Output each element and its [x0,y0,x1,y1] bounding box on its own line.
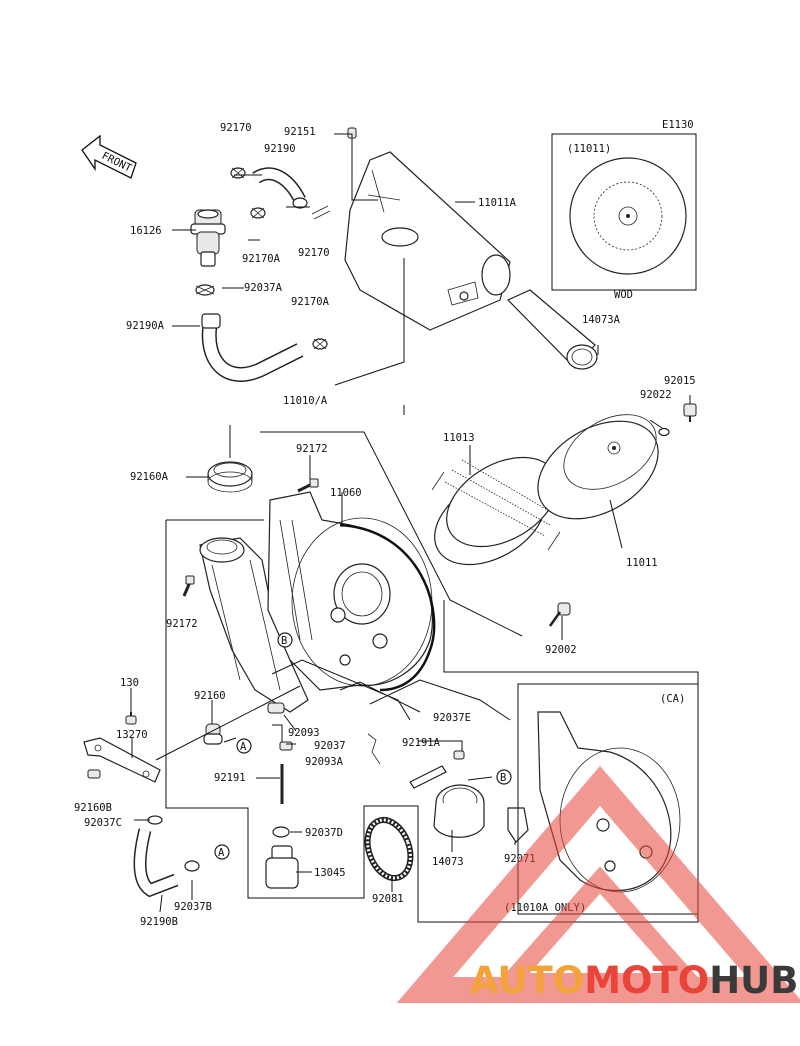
housing-11011a-icon [344,127,511,331]
grommet-92160a-icon [207,461,253,493]
callout: 92170 [298,247,330,259]
callout: 92037 [314,740,346,752]
bracket-13270-icon [83,737,161,783]
watermark-text: AUTOMOTOHUB [470,959,798,1002]
clip-92170a-lower-icon [312,338,328,350]
clip-92170a-icon [250,207,266,219]
inset-wod-code: (11011) [567,143,611,155]
callout: 92022 [640,389,672,401]
screw-130-icon [125,712,137,725]
nut-92015-icon [683,403,697,422]
callout: 92037E [433,712,471,724]
callout: 92191A [402,737,441,749]
washer-92022-icon [658,427,670,437]
callout: 92081 [372,893,404,905]
callout: 92151 [284,126,316,138]
intake-duct-icon [199,537,309,713]
ring-92081-icon [364,816,414,882]
callout: 92037A [244,282,283,294]
cover-wod-icon [569,157,687,275]
callout: 92160A [130,471,169,483]
clip-92170-lower-icon [311,205,331,220]
callout: 13045 [314,867,346,879]
cover-11011-icon [537,414,659,520]
leader-lines [130,133,699,923]
diagram-code: E1130 [662,119,694,131]
svg-text:B: B [281,635,287,647]
callout: 92172 [166,618,198,630]
clip-92093-icon [267,702,285,714]
callout: 13270 [116,729,148,741]
callout: 92190 [264,143,296,155]
callout: 16126 [130,225,162,237]
marker-a-1: A [236,738,252,754]
adapter-14073-icon [433,784,485,838]
callout: 14073 [432,856,464,868]
callout: 92170 [220,122,252,134]
spring-92037e-icon [367,733,381,765]
callout: 92002 [545,644,577,656]
callout: 11013 [443,432,475,444]
clip-92037a-icon [195,284,215,296]
callout: 92160B [74,802,112,814]
clip-92160b-icon [87,769,101,779]
callout: 92037B [174,901,212,913]
clip-92037-icon [279,741,293,751]
svg-text:B: B [500,772,506,784]
hose-92190-icon [252,167,308,209]
callout: 92172 [296,443,328,455]
callout: 92170A [242,253,281,265]
callout: 92160 [194,690,226,702]
clip-92037c-icon [147,815,163,825]
valve-16126-icon [190,209,226,267]
marker-b-1: B [277,632,293,648]
callout: 92093A [305,756,344,768]
hose-92190b-icon [133,828,179,898]
drain-13045-icon [265,845,299,889]
callout: 11010/A [283,395,328,407]
callout: 92093 [288,727,320,739]
backplate-11060-icon [267,491,433,691]
clip-92037b-icon [184,860,200,872]
callout: 92190A [126,320,165,332]
gasket-11060-icon [339,523,436,692]
bolt-92172-upper-icon [297,478,319,493]
callout: 92037C [84,817,122,829]
duct-14073a-icon [506,289,598,370]
svg-text:A: A [218,847,225,859]
filter-11013-icon [431,456,561,566]
callout: 92037D [305,827,343,839]
callout: 92191 [214,772,246,784]
callout: 11060 [330,487,362,499]
clip-92037e-icon [453,750,465,760]
callout: 11011 [626,557,658,569]
clip-92037d-icon [272,826,290,838]
callout: 92170A [291,296,330,308]
callout: 14073A [582,314,621,326]
inset-wod-caption: WOD [614,289,633,301]
inset-wod: (11011) WOD [551,133,697,301]
callout: 92015 [664,375,696,387]
inset-ca-code: (CA) [660,693,685,705]
callout: 130 [120,677,139,689]
front-arrow-icon: FRONT [81,134,137,179]
hose-92190a-icon [201,313,304,382]
callout: 11011A [478,197,517,209]
bolt-92172-lower-icon [182,575,195,597]
clip-92170-icon [230,167,246,179]
bolt-92002-icon [548,602,571,627]
pin-92191a-icon [409,765,447,789]
marker-b-2: B [496,769,512,785]
marker-a-2: A [214,844,230,860]
watermark: AUTOMOTOHUB [396,766,800,1003]
svg-text:A: A [240,741,247,753]
callout-labels: 92170 92151 92190 11011A 16126 92170A 92… [74,122,696,928]
callout: 92190B [140,916,178,928]
watermark-triangle-icon [396,766,800,1003]
